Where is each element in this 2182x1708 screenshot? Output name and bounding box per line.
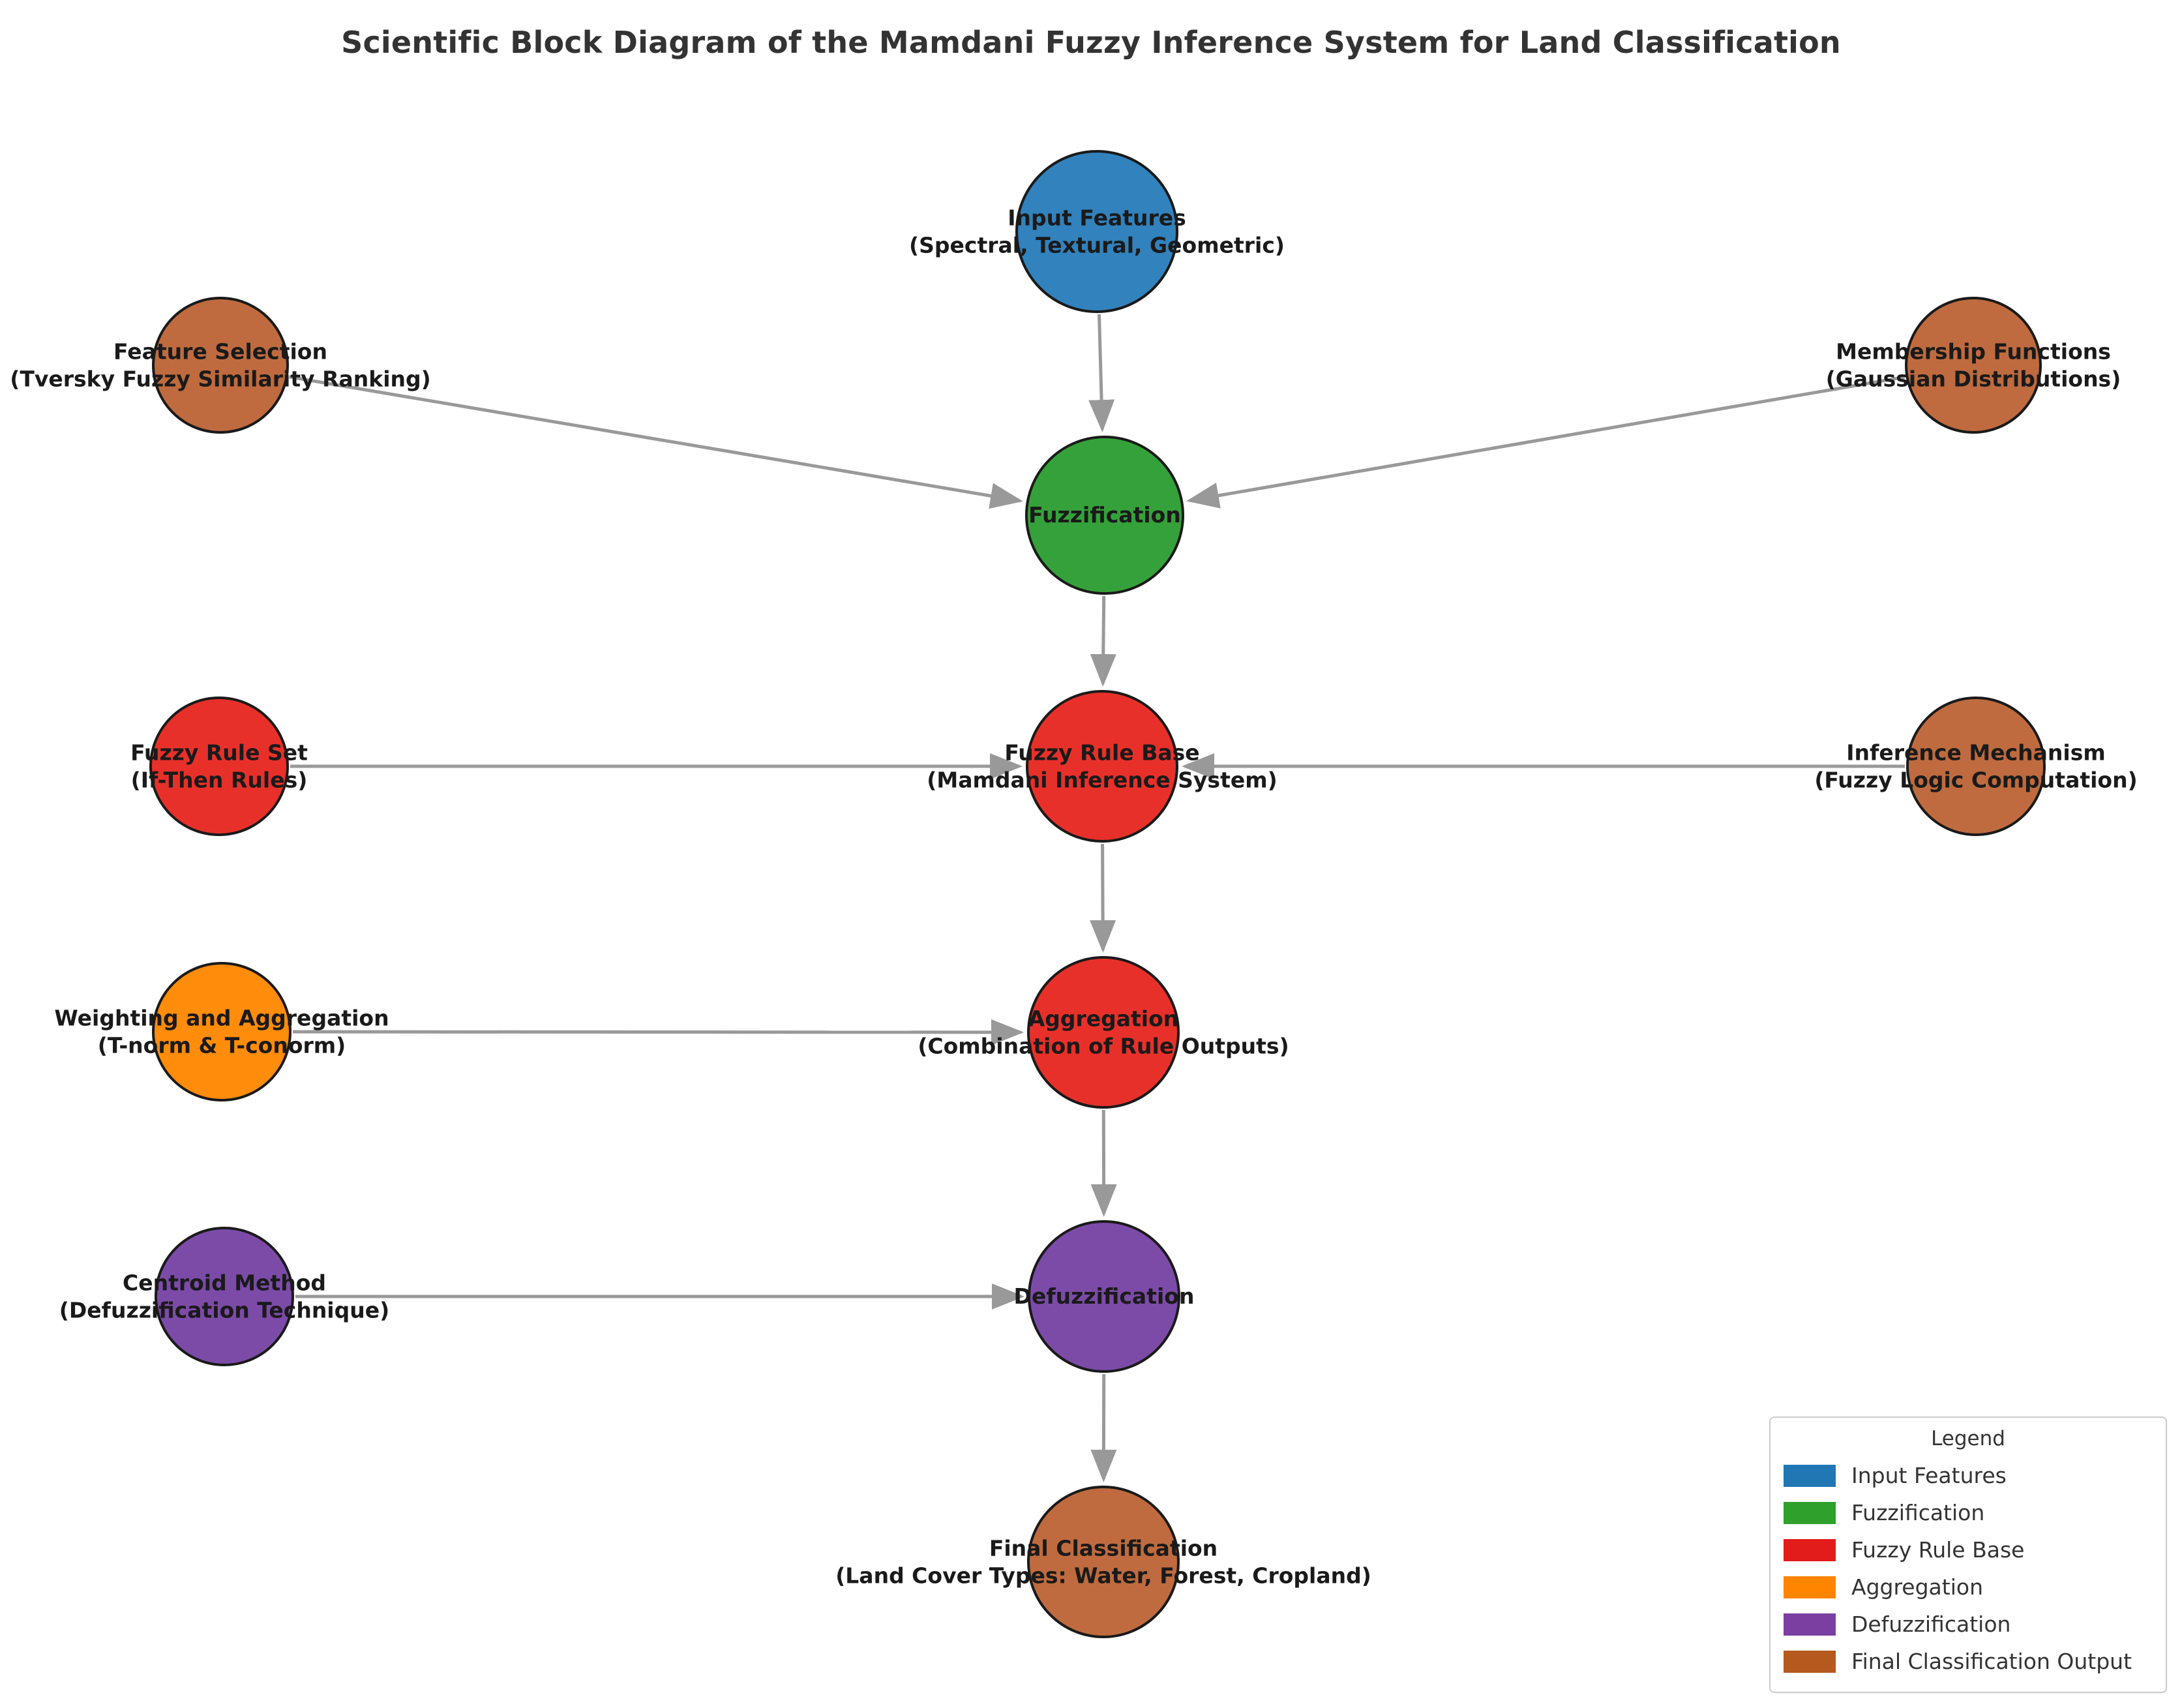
- node-inference_mechanism[interactable]: [1906, 697, 2046, 836]
- node-centroid_method[interactable]: [155, 1227, 294, 1366]
- node-final_classification[interactable]: [1027, 1486, 1180, 1638]
- legend-item-label: Fuzzification: [1851, 1500, 1985, 1525]
- legend-swatch-icon: [1784, 1464, 1836, 1487]
- legend-swatch-icon: [1784, 1501, 1836, 1524]
- node-fuzzy_rule_base[interactable]: [1026, 690, 1178, 843]
- node-fuzzy_rule_set[interactable]: [149, 697, 289, 836]
- node-membership_functions[interactable]: [1905, 297, 2042, 434]
- legend-swatch-icon: [1784, 1576, 1836, 1598]
- legend-title: Legend: [1931, 1427, 2005, 1450]
- legend-item-label: Fuzzy Rule Base: [1851, 1537, 2025, 1563]
- legend-item-label: Input Features: [1851, 1463, 2007, 1488]
- legend-item-label: Aggregation: [1851, 1574, 1983, 1600]
- page-title: Scientific Block Diagram of the Mamdani …: [341, 25, 1841, 60]
- edge-input_features-to-fuzzification: [1088, 314, 1115, 433]
- legend-item[interactable]: Fuzzy Rule Base: [1784, 1531, 2153, 1568]
- legend-item-label: Final Classification Output: [1851, 1649, 2132, 1674]
- node-weighting_aggregation[interactable]: [152, 962, 291, 1101]
- legend-item[interactable]: Defuzzification: [1784, 1606, 2153, 1643]
- node-fuzzification[interactable]: [1025, 436, 1184, 595]
- node-defuzzification[interactable]: [1028, 1220, 1180, 1373]
- node-aggregation[interactable]: [1027, 956, 1180, 1109]
- node-input_features[interactable]: [1015, 150, 1178, 313]
- legend-swatch-icon: [1784, 1538, 1836, 1561]
- legend-item[interactable]: Aggregation: [1784, 1568, 2153, 1606]
- edge-membership_functions-to-fuzzification: [1186, 375, 1905, 509]
- legend-item[interactable]: Fuzzification: [1784, 1494, 2153, 1531]
- edge-feature_selection-to-fuzzification: [289, 375, 1023, 509]
- node-feature_selection[interactable]: [152, 297, 289, 434]
- legend-item[interactable]: Input Features: [1784, 1457, 2153, 1494]
- legend-item-label: Defuzzification: [1851, 1611, 2011, 1637]
- legend-swatch-icon: [1784, 1613, 1836, 1636]
- legend-swatch-icon: [1784, 1650, 1836, 1673]
- legend-item[interactable]: Final Classification Output: [1784, 1643, 2153, 1680]
